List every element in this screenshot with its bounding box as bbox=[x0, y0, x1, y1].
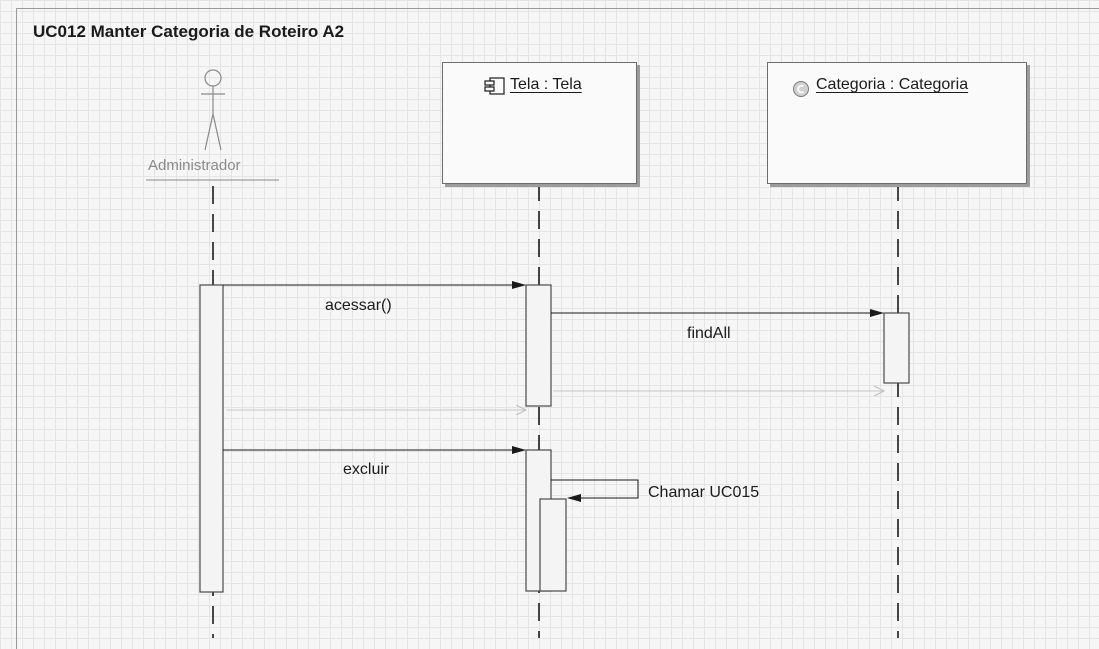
diagram-frame bbox=[16, 8, 1099, 649]
diagram-title: UC012 Manter Categoria de Roteiro A2 bbox=[33, 22, 345, 41]
categoria-lifeline-head[interactable] bbox=[767, 62, 1027, 184]
acessar-message-label: acessar() bbox=[325, 297, 392, 314]
class-icon bbox=[793, 81, 809, 97]
categoria-activation-bar[interactable] bbox=[883, 312, 910, 384]
actor-activation-bar[interactable] bbox=[199, 284, 224, 593]
component-icon bbox=[484, 77, 505, 95]
tela-lifeline-label: Tela : Tela bbox=[510, 76, 582, 93]
chamar-self-message-arrow[interactable] bbox=[551, 479, 639, 502]
excluir-message-label: excluir bbox=[343, 461, 390, 478]
categoria-lifeline-label: Categoria : Categoria bbox=[816, 76, 969, 93]
chamar-message-label: Chamar UC015 bbox=[648, 484, 760, 501]
findall-message-label: findAll bbox=[687, 325, 731, 342]
actor-icon bbox=[201, 69, 225, 151]
tela-activation-bar-1[interactable] bbox=[525, 284, 552, 407]
actor-label: Administrador bbox=[148, 157, 241, 174]
tela-lifeline-head[interactable] bbox=[442, 62, 637, 184]
tela-nested-activation-bar[interactable] bbox=[539, 498, 567, 592]
